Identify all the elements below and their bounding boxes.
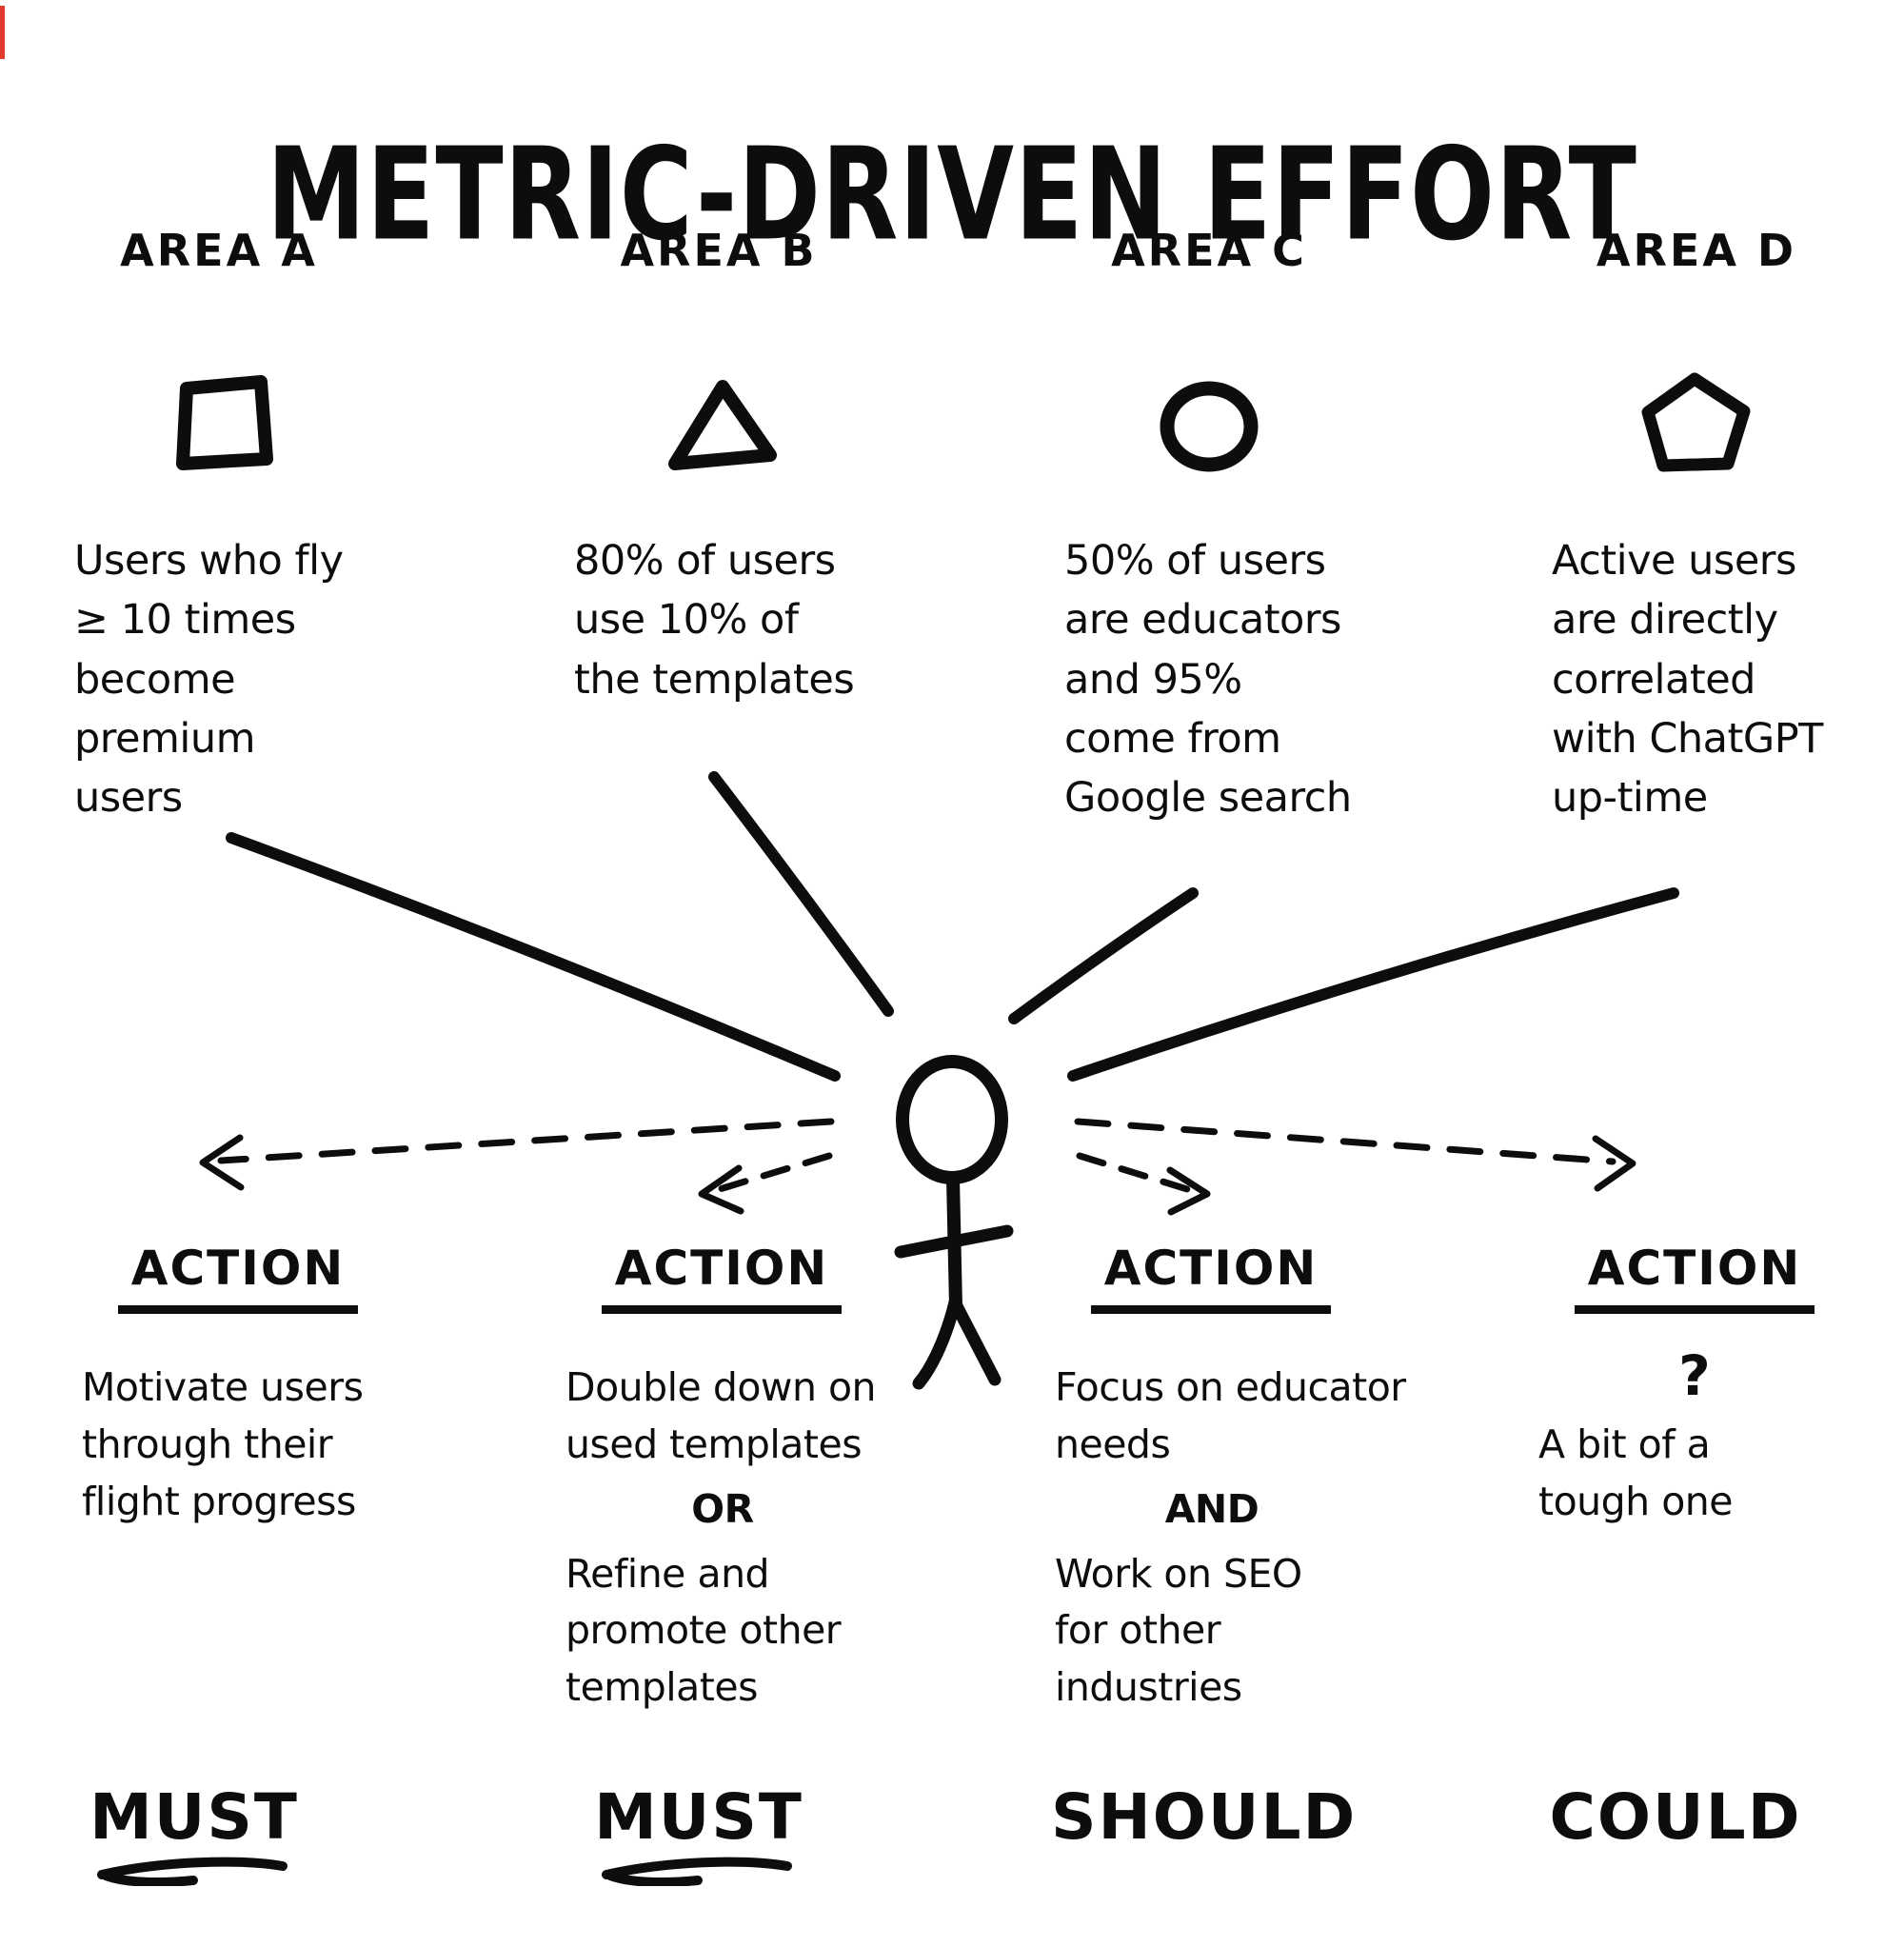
triangle-icon (538, 371, 900, 487)
action-b-connector: OR (691, 1485, 754, 1532)
priority-area-d: COULD (1523, 1780, 1828, 1854)
stick-person-left-leg (912, 1296, 962, 1390)
action-b-part2: Refine and promote other templates (565, 1550, 842, 1711)
dashed-arrow-to-action-d (1074, 1118, 1616, 1165)
area-d-label: AREA D (1596, 225, 1797, 276)
stick-person-body (946, 1172, 962, 1313)
page-title: METRIC-DRIVEN EFFORT (267, 119, 1637, 268)
area-column-a: AREA A Users who fly ≥ 10 times become p… (38, 225, 400, 828)
priority-a-label: MUST (89, 1780, 299, 1854)
action-text-a: Motivate users through their flight prog… (82, 1364, 364, 1524)
action-heading-b: ACTION (601, 1241, 843, 1314)
stick-person-right-leg (948, 1296, 1002, 1386)
screen-edge-artifact (0, 6, 5, 59)
line-from-area-a (226, 832, 841, 1082)
action-heading-a: ACTION (117, 1241, 359, 1314)
line-from-area-d (1067, 887, 1679, 1082)
arrowhead-action-d (1592, 1135, 1636, 1192)
line-from-area-c (1008, 887, 1199, 1024)
line-from-area-b (708, 771, 894, 1017)
area-a-label: AREA A (120, 225, 318, 276)
metric-text-d: Active users are directly correlated wit… (1552, 537, 1823, 823)
action-b-part1: Double down on used templates (565, 1364, 877, 1467)
dashed-arrow-to-action-b (716, 1152, 833, 1193)
metric-text-a: Users who fly ≥ 10 times become premium … (74, 537, 344, 823)
action-c-part1: Focus on educator needs (1055, 1364, 1406, 1467)
area-column-b: AREA B 80% of users use 10% of the templ… (538, 225, 900, 709)
action-c-connector: AND (1164, 1485, 1259, 1532)
priority-a-underline (97, 1857, 288, 1886)
action-c-part2: Work on SEO for other industries (1055, 1550, 1302, 1711)
area-b-label: AREA B (620, 225, 818, 276)
arrowhead-action-b (698, 1164, 744, 1215)
metric-text-c: 50% of users are educators and 95% come … (1064, 537, 1352, 823)
pentagon-icon (1516, 371, 1877, 487)
priority-c-label: SHOULD (1051, 1780, 1358, 1854)
metric-text-b: 80% of users use 10% of the templates (574, 537, 855, 704)
action-heading-d: ACTION (1574, 1241, 1815, 1314)
stick-person-head (896, 1055, 1008, 1184)
square-icon (38, 371, 400, 487)
area-column-d: AREA D Active users are directly correla… (1516, 225, 1877, 828)
dashed-arrow-to-action-a (217, 1118, 835, 1164)
circle-icon (1028, 371, 1390, 487)
action-text-d: A bit of a tough one (1538, 1421, 1733, 1524)
priority-area-a: MUST (42, 1780, 347, 1886)
area-column-c: AREA C 50% of users are educators and 95… (1028, 225, 1390, 828)
arrowhead-action-c (1166, 1166, 1211, 1216)
area-c-label: AREA C (1111, 225, 1307, 276)
action-column-a: ACTION Motivate users through their flig… (38, 1241, 438, 1531)
priority-b-label: MUST (594, 1780, 803, 1854)
dashed-arrow-to-action-c (1076, 1152, 1191, 1193)
priority-d-label: COULD (1549, 1780, 1802, 1854)
arrowhead-action-a (199, 1134, 245, 1191)
priority-area-b: MUST (546, 1780, 851, 1886)
action-heading-c: ACTION (1090, 1241, 1332, 1314)
action-column-d: ACTION ? A bit of a tough one (1495, 1241, 1894, 1531)
action-d-question-mark: ? (1678, 1343, 1711, 1408)
priority-area-c: SHOULD (1051, 1780, 1356, 1854)
priority-b-underline (602, 1857, 792, 1886)
